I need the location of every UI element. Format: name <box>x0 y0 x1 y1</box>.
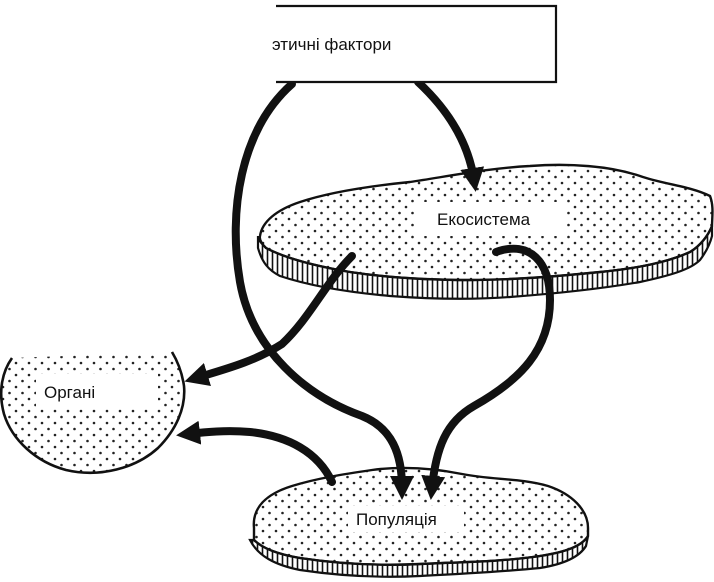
arrow-ecosystem-to-population <box>421 244 555 500</box>
organism-label: Органі <box>44 383 95 402</box>
factors-box: этичні фактори <box>272 4 558 84</box>
population-label: Популяція <box>356 510 437 529</box>
arrow-factors-to-population <box>231 80 414 500</box>
ecosystem-label: Екосистема <box>437 210 531 229</box>
factors-box-frame <box>276 4 558 84</box>
arrow-ecosystem-to-organism <box>184 252 356 386</box>
arrow-factors-to-ecosystem <box>414 78 485 192</box>
arrows <box>176 78 555 500</box>
population-blob: Популяція <box>248 466 590 578</box>
organism-circle: Органі <box>0 351 186 474</box>
ecosystem-blob: Екосистема <box>256 163 714 300</box>
organism-surface <box>0 351 186 474</box>
arrow-population-to-organism <box>176 420 336 486</box>
factors-label: этичні фактори <box>272 35 391 54</box>
